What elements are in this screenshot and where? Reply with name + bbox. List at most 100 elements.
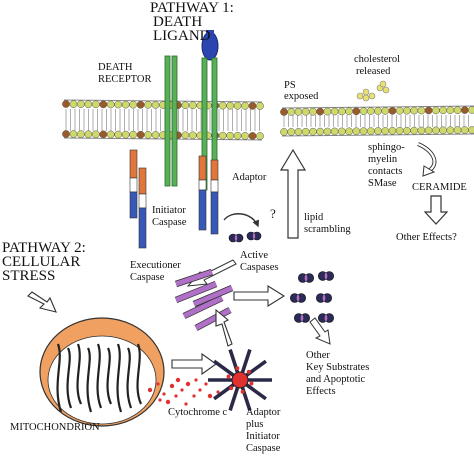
cytochrome-dot [162, 392, 166, 396]
lipid-head [280, 128, 288, 136]
lipid-head [136, 130, 145, 139]
cytochrome-dot [216, 390, 220, 394]
pathway2-line2: CELLULAR [2, 254, 80, 270]
lipid-head [114, 130, 123, 139]
cytochrome-dot [175, 377, 181, 383]
cholesterol-label-1: cholesterol [354, 54, 400, 65]
arrow-mito-to-apoptosome [171, 352, 217, 376]
cytochrome-dot [192, 394, 196, 398]
caspase-dimer [298, 273, 314, 283]
crista [86, 347, 93, 413]
lipid-head [91, 100, 100, 109]
lipid-head [287, 128, 296, 136]
mitochondrion-label: MITOCHONDRION [10, 422, 100, 433]
active-caspases-label-1: Active [240, 250, 268, 261]
crista [96, 343, 103, 409]
cytochrome-dot [147, 387, 153, 393]
question-mark: ? [270, 206, 276, 221]
other-substrates-label-3: and Apoptotic [306, 374, 366, 385]
lipid-head [114, 100, 123, 109]
active-caspases-label-2: Caspases [240, 262, 279, 273]
lipid-head [69, 130, 78, 138]
lipid-head [410, 106, 419, 115]
apoptosome-dot [226, 374, 231, 379]
lipid-scrambling-label-1: lipid [304, 212, 324, 223]
initiator-caspase-label-2: Caspase [152, 217, 187, 228]
lipid-head [188, 101, 197, 110]
cytochrome-dot [156, 382, 160, 386]
lipid-head [374, 127, 382, 135]
lipid-head [84, 100, 93, 109]
lipid-head [256, 102, 264, 110]
lipid-head [136, 100, 145, 109]
lipid-head [218, 131, 227, 140]
pathway1-line2: DEATH [153, 14, 202, 30]
caspase-dimer [318, 313, 334, 323]
lipid-head [424, 126, 433, 135]
apoptosome-dot [249, 381, 254, 386]
lipid-head [431, 106, 440, 115]
lipid-head [69, 100, 78, 108]
ceramide-label: CERAMIDE [412, 182, 467, 193]
executioner-stick [194, 307, 232, 331]
lipid-head [352, 107, 361, 116]
cytochrome-dot [158, 398, 162, 402]
initiator-caspase-right [198, 155, 219, 235]
death-receptor-label-1: DEATH [98, 62, 133, 73]
mitochondrion [39, 317, 165, 427]
plasma-membrane-left [62, 99, 264, 141]
pathway1-label: PATHWAY 1: DEATH LIGAND [150, 0, 234, 44]
crista [66, 347, 73, 409]
lipid-head [218, 101, 227, 110]
lipid-head [106, 130, 115, 139]
arrow-apoptosome-to-executioner [215, 308, 233, 347]
active-caspases-top [228, 231, 262, 243]
lipid-head [359, 127, 368, 136]
adaptor-plus-label-2: plus [246, 419, 264, 430]
lipid-head [62, 130, 70, 138]
active-caspases-right [290, 271, 334, 323]
caspase-dimer [316, 293, 332, 303]
lipid-head [77, 130, 85, 139]
lipid-head [294, 107, 303, 116]
pathway1-line1: PATHWAY 1: [150, 0, 234, 16]
initiator-caspase-label-1: Initiator [152, 205, 186, 216]
cytochrome-dot [207, 393, 213, 399]
lipid-head [410, 126, 419, 135]
lipid-scrambling-label-2: scrambling [304, 224, 351, 235]
lipid-head [460, 126, 469, 134]
adaptor-plus-label-1: Adaptor [246, 407, 281, 418]
curved-arrow-to-active [223, 213, 260, 228]
lipid-head [129, 100, 138, 109]
lipid-head [460, 106, 469, 114]
lipid-head [330, 127, 339, 136]
lipid-head [301, 107, 310, 116]
executioner-caspase [174, 268, 234, 331]
apoptosome-dot [246, 369, 251, 374]
lipid-head [226, 101, 235, 110]
lipid-head [366, 127, 375, 135]
caspase-dimer [246, 231, 262, 241]
pathway2-label: PATHWAY 2: CELLULAR STRESS [2, 240, 86, 284]
crista [136, 343, 143, 405]
caspase-dimer [294, 313, 310, 323]
cytochrome-dot [169, 383, 175, 389]
lipid-head [395, 126, 404, 135]
cholesterol-label-2: released [356, 66, 391, 77]
other-substrates-label-1: Other [306, 350, 330, 361]
lipid-head [337, 127, 346, 136]
sphingomyelin-label-1: sphingo- [368, 142, 405, 153]
pathway2-line1: PATHWAY 2: [2, 240, 86, 256]
lipid-head [316, 127, 325, 136]
lipid-head [388, 126, 397, 135]
lipid-head [388, 106, 397, 115]
executioner-stick [175, 281, 217, 303]
lipid-head [316, 107, 325, 116]
apoptosome-dot [235, 366, 240, 371]
lipid-head [151, 131, 160, 139]
lipid-head [280, 108, 288, 116]
lipid-head [453, 106, 462, 115]
lipid-head [439, 106, 447, 115]
crista [126, 347, 133, 409]
lipid-head [233, 131, 242, 140]
